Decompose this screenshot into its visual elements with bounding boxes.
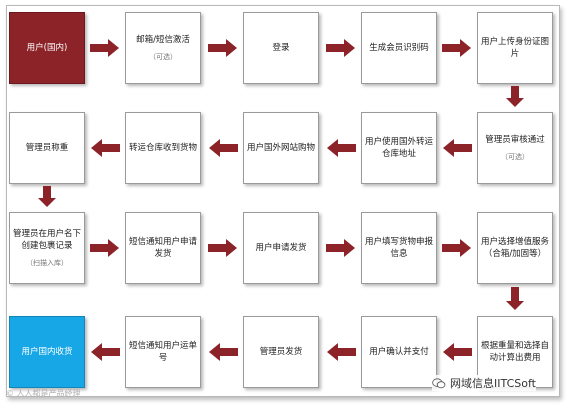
arrow-left-icon xyxy=(209,343,238,361)
arrow-right-icon xyxy=(442,39,471,57)
step-label: 用户申请发货 xyxy=(255,243,307,253)
step-label: 用户上传身份证图片 xyxy=(481,37,550,59)
step-label: 管理员审核通过 xyxy=(485,134,545,145)
step-note: （可选） xyxy=(149,52,177,61)
step-sms-tracking-number: 短信通知用户运单号 xyxy=(125,316,201,388)
watermark-left: © 人人都是产品经理 xyxy=(6,389,81,398)
arrow-right-icon xyxy=(208,39,237,57)
step-confirm-pay: 用户确认并支付 xyxy=(361,316,437,388)
step-user-apply-shipment: 用户申请发货 xyxy=(243,212,319,284)
step-user-receives-domestic: 用户国内收货 xyxy=(9,316,85,388)
step-label: 短信通知用户运单号 xyxy=(129,341,198,363)
step-create-package-record: 管理员在用户名下创建包裹记录 （扫描入库） xyxy=(9,212,85,284)
step-upload-id-images: 用户上传身份证图片 xyxy=(477,12,553,84)
step-label: 用户国外网站购物 xyxy=(247,143,316,153)
step-label: 管理员在用户名下创建包裹记录 xyxy=(13,228,82,251)
step-label: 生成会员识别码 xyxy=(369,43,429,53)
arrow-left-icon xyxy=(443,343,472,361)
step-label: 登录 xyxy=(272,43,290,53)
arrow-down-icon xyxy=(506,86,524,107)
step-label: 用户确认并支付 xyxy=(369,347,429,357)
step-admin-ships: 管理员发货 xyxy=(243,316,319,388)
step-email-sms-activation: 邮箱/短信激活 （可选） xyxy=(125,12,201,84)
wechat-icon xyxy=(432,377,446,388)
step-label: 用户国内收货 xyxy=(21,347,73,357)
step-sms-notify-apply: 短信通知用户申请发货 xyxy=(125,212,201,284)
arrow-right-icon xyxy=(90,39,119,57)
arrow-left-icon xyxy=(327,343,356,361)
arrow-left-icon xyxy=(91,139,120,157)
step-admin-review: 管理员审核通过 （可选） xyxy=(477,112,553,184)
step-value-added-services: 用户选择增值服务（合箱/加固等） xyxy=(477,212,553,284)
step-label: 邮箱/短信激活 xyxy=(136,34,190,45)
arrow-down-icon xyxy=(38,186,56,207)
step-overseas-shopping: 用户国外网站购物 xyxy=(243,112,319,184)
step-note: （扫描入库） xyxy=(26,258,68,267)
watermark-text: 网域信息IITCSoft xyxy=(450,377,536,390)
step-warehouse-receives-goods: 转运仓库收到货物 xyxy=(125,112,201,184)
step-label: 用户(国内) xyxy=(26,43,68,53)
step-label: 管理员发货 xyxy=(259,347,303,357)
arrow-left-icon xyxy=(209,139,238,157)
arrow-down-icon xyxy=(506,287,524,310)
step-label: 根据重量和选择自动计算出费用 xyxy=(481,341,550,363)
arrow-left-icon xyxy=(327,139,356,157)
step-generate-member-code: 生成会员识别码 xyxy=(361,12,437,84)
arrow-left-icon xyxy=(91,343,120,361)
arrow-right-icon xyxy=(326,39,355,57)
arrow-left-icon xyxy=(443,139,472,157)
step-label: 用户填写货物申报信息 xyxy=(365,237,434,259)
step-label: 短信通知用户申请发货 xyxy=(129,237,198,259)
step-login: 登录 xyxy=(243,12,319,84)
arrow-right-icon xyxy=(90,239,119,257)
arrow-right-icon xyxy=(442,239,471,257)
step-label: 用户选择增值服务（合箱/加固等） xyxy=(481,237,550,259)
step-fill-declaration: 用户填写货物申报信息 xyxy=(361,212,437,284)
step-use-warehouse-address: 用户使用国外转运仓库地址 xyxy=(361,112,437,184)
step-note: （可选） xyxy=(500,152,529,161)
watermark-right: 网域信息IITCSoft xyxy=(432,375,536,391)
step-label: 管理员称重 xyxy=(25,143,69,153)
arrow-right-icon xyxy=(326,239,355,257)
step-label: 转运仓库收到货物 xyxy=(129,143,198,153)
arrow-right-icon xyxy=(208,239,237,257)
step-weighing: 管理员称重 xyxy=(9,112,85,184)
step-user-domestic: 用户(国内) xyxy=(9,12,85,84)
step-label: 用户使用国外转运仓库地址 xyxy=(365,137,434,159)
